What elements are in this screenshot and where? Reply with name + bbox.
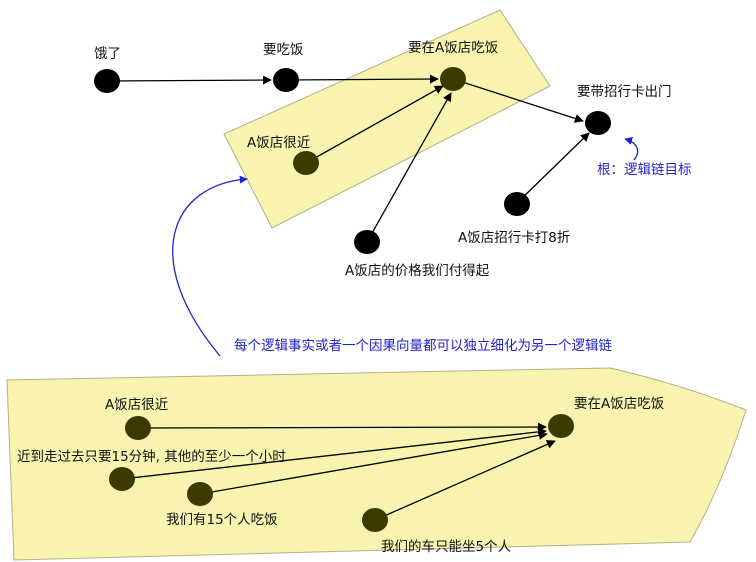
label-eat-at-a-bottom: 要在A饭店吃饭 [574,396,664,412]
edge-fifteen-people-to-eat-at-a [199,430,548,495]
edge-eat-at-a-to-bring-card [452,78,584,123]
edge-a-near-to-eat-at-a [305,85,444,164]
node-car-five [362,508,388,532]
edge-walk-15min-to-eat-at-a [121,427,547,480]
node-hungry [94,69,120,93]
label-a-discount: A饭店招行卡打8折 [458,229,570,246]
node-eat-at-a-top [440,67,466,91]
node-a-discount [504,192,530,216]
label-a-near-bottom: A饭店很近 [105,397,169,413]
label-want-eat: 要吃饭 [263,42,304,58]
node-eat-at-a-bottom [548,414,574,438]
edge-want-eat-to-eat-at-a [285,74,439,84]
edge-hungry-to-want-eat [106,75,272,85]
label-eat-at-a-top: 要在A饭店吃饭 [408,40,498,56]
label-a-affordable: A饭店的价格我们付得起 [345,262,490,279]
root-arrow-curve [624,137,639,161]
node-a-near-bottom [125,416,151,440]
node-bring-card [585,111,611,135]
label-hungry: 饿了 [94,46,121,62]
edge-car-five-to-eat-at-a [374,440,556,521]
refine-annotation: 每个逻辑事实或者一个因果向量都可以独立细化为另一个逻辑链 [234,338,612,354]
refine-arrow-curve [172,175,248,357]
node-walk-15min [109,467,135,491]
node-a-affordable [354,230,380,254]
node-fifteen-people [187,482,213,506]
node-a-near-top [293,151,319,175]
edge-a-discount-to-bring-card [516,132,590,204]
label-fifteen-people: 我们有15个人吃饭 [166,512,278,528]
label-car-five: 我们的车只能坐5个人 [381,538,512,555]
edge-a-near-bottom-to-eat-at-a [137,422,547,432]
node-want-eat [273,68,299,92]
label-walk-15min: 近到走过去只要15分钟, 其他的至少一个小时 [17,448,286,465]
label-a-near-top: A饭店很近 [247,135,311,151]
root-annotation: 根：逻辑链目标 [597,162,692,178]
edge-a-affordable-to-eat-at-a [366,92,452,243]
label-bring-card: 要带招行卡出门 [577,84,672,100]
